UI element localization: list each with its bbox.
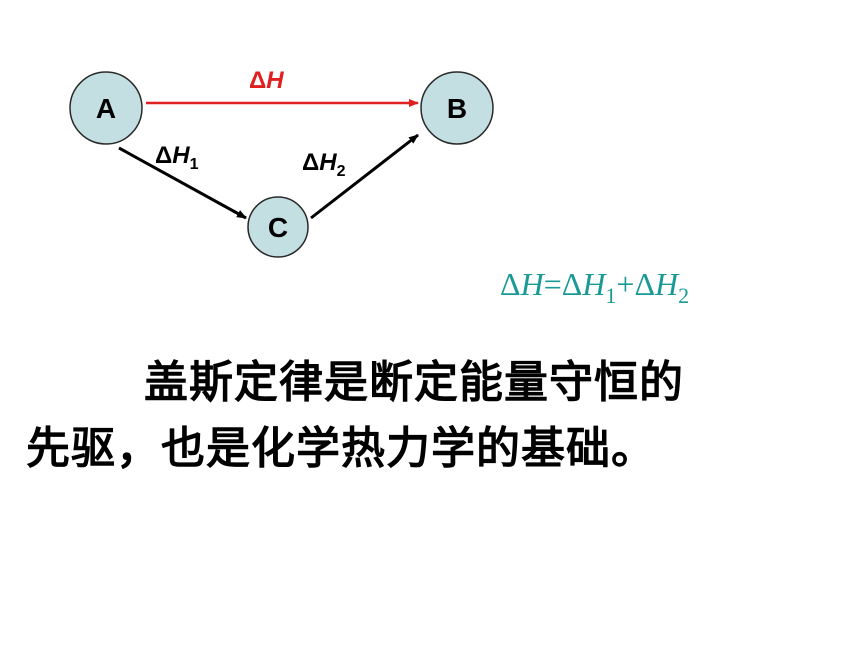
node-a: A <box>69 71 143 145</box>
node-a-label: A <box>96 93 116 124</box>
edge-c-to-b-arrow <box>310 133 419 220</box>
node-b-label: B <box>447 93 467 124</box>
edge-a-to-b-label: ΔH <box>249 67 284 94</box>
node-b: B <box>420 71 494 145</box>
node-c-label: C <box>268 212 288 243</box>
node-c: C <box>247 196 309 258</box>
edge-a-to-c-arrow <box>118 146 247 220</box>
statement-line-1: 盖斯定律是断定能量守恒的 <box>144 357 684 408</box>
enthalpy-equation: ΔH=ΔH1+ΔH2 <box>500 266 690 308</box>
hess-law-statement: 盖斯定律是断定能量守恒的 先驱，也是化学热力学的基础。 <box>26 350 826 482</box>
edge-a-to-c-label: ΔH1 <box>155 142 199 173</box>
edge-c-to-b-label: ΔH2 <box>302 149 346 180</box>
hess-cycle-diagram: A B C ΔH ΔH1 ΔH2 <box>69 67 494 258</box>
statement-line-2: 先驱，也是化学热力学的基础。 <box>26 423 656 474</box>
